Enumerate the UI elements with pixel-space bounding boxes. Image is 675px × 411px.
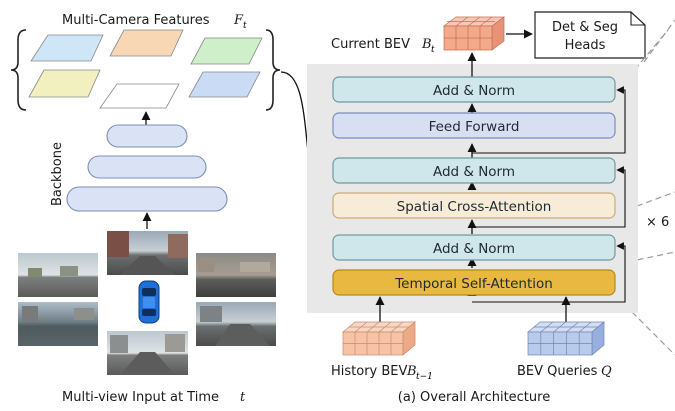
current-bev-title: Current BEV B t [331, 37, 435, 55]
feature-plane-3 [190, 37, 263, 65]
bev-queries-title: BEV Queries Q [517, 364, 612, 379]
backbone-label: Backbone [50, 142, 65, 206]
repeat-label: × 6 [646, 215, 669, 230]
current-bev-grid [442, 16, 506, 51]
add-norm-top-block [332, 76, 616, 103]
add-norm-mid-label: Add & Norm [433, 164, 515, 180]
add-norm-low-block [332, 234, 616, 261]
bev-queries-symbol: Q [601, 364, 612, 379]
heads-line-1: Det & Seg [552, 20, 618, 35]
feature-plane-6 [188, 71, 261, 98]
add-norm-mid-block [332, 157, 616, 184]
bottom-input-arrows [375, 296, 571, 325]
current-bev-label: Current BEV [331, 37, 410, 52]
input-label: Multi-view Input at Time [62, 390, 219, 405]
add-norm-top-label: Add & Norm [433, 83, 515, 99]
features-subscript: t [243, 21, 247, 31]
backbone-layer-3 [66, 186, 228, 212]
feature-plane-5 [99, 83, 180, 109]
camera-back-right-image [196, 302, 276, 346]
add-norm-low-label: Add & Norm [433, 241, 515, 257]
encoder-blocks: Add & Norm Feed Forward Add & Norm Spati… [332, 76, 616, 296]
heads-line-2: Heads [565, 38, 606, 53]
bev-queries-grid [527, 321, 605, 356]
temporal-self-attention-label: Temporal Self-Attention [394, 276, 553, 292]
camera-back-image [107, 331, 188, 375]
history-bev-label: History BEV [331, 364, 408, 379]
bev-queries-label: BEV Queries [517, 364, 598, 379]
history-bev-grid [342, 321, 416, 356]
det-seg-heads: Det & Seg Heads [534, 11, 646, 59]
features-title: Multi-Camera Features F t [62, 13, 247, 31]
residual-connections [472, 86, 626, 303]
spatial-cross-attention-block [332, 192, 616, 219]
current-bev-subscript: t [431, 45, 435, 55]
history-bev-title: History BEV B t−1 [331, 364, 433, 382]
camera-front-image [107, 231, 188, 275]
feature-plane-1 [30, 34, 104, 62]
features-label: Multi-Camera Features [62, 13, 210, 28]
backbone-layer-2 [87, 155, 207, 179]
backbone-stack [66, 124, 228, 212]
features-brace-right [265, 29, 281, 111]
ego-car-icon [138, 280, 160, 324]
camera-images [18, 231, 276, 375]
feature-plane-2 [109, 29, 184, 57]
camera-front-right-image [196, 253, 276, 297]
feed-forward-block [332, 112, 616, 139]
camera-back-left-image [18, 302, 98, 346]
feature-planes [28, 29, 263, 109]
features-symbol: F [233, 13, 244, 28]
spatial-cross-attention-label: Spatial Cross-Attention [397, 199, 552, 215]
figure-caption: (a) Overall Architecture [398, 390, 550, 405]
history-bev-subscript: t−1 [416, 372, 433, 382]
history-bev-symbol: B [406, 364, 417, 379]
temporal-self-attention-block [332, 269, 616, 296]
input-caption: Multi-view Input at Time t [62, 390, 246, 405]
feature-plane-4 [28, 69, 101, 98]
backbone-layer-1 [106, 124, 188, 148]
feed-forward-label: Feed Forward [429, 119, 520, 135]
input-time-symbol: t [240, 390, 246, 405]
camera-front-left-image [18, 253, 98, 297]
features-brace [10, 29, 27, 111]
current-bev-symbol: B [421, 37, 432, 52]
